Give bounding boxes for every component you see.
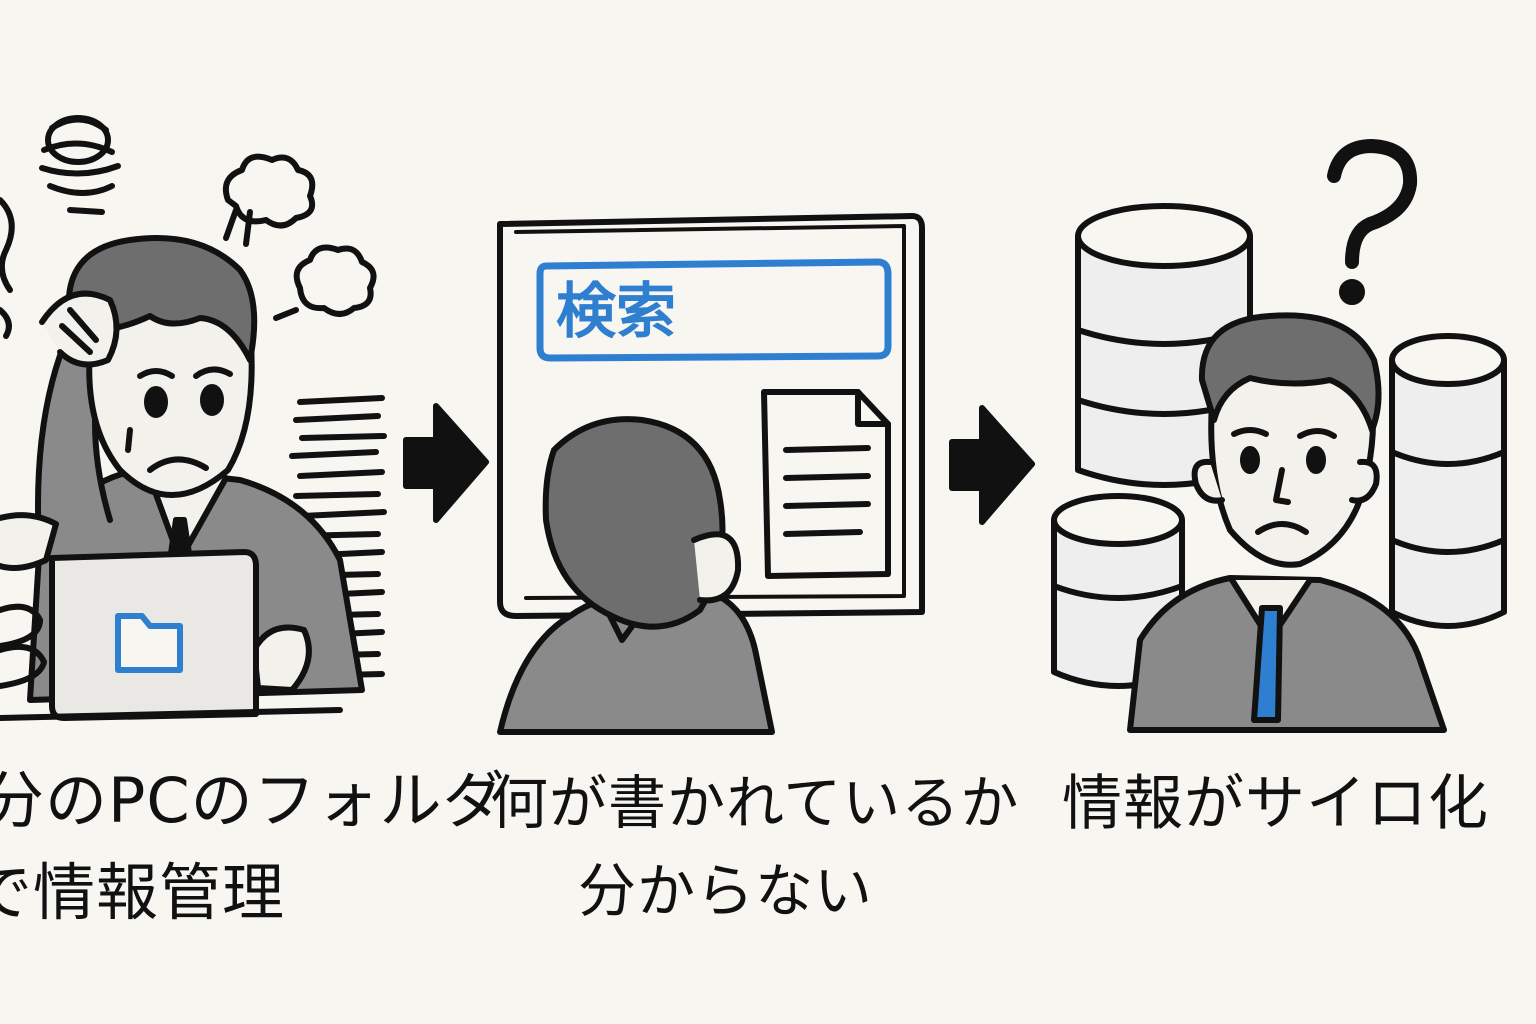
folder-icon (115, 613, 183, 673)
panel-3-illustration (1051, 139, 1507, 733)
stress-swirl-icon (39, 115, 121, 215)
search-box-label: 検索 (556, 277, 676, 347)
panel-2-illustration (497, 213, 925, 735)
panel-2-caption-line-2: 分からない (578, 857, 874, 925)
document-icon (761, 389, 891, 579)
panel-1-caption-line-1: 分のPCのフォルダ (0, 764, 506, 837)
database-cylinder-icon (1075, 203, 1253, 488)
anger-puff-icon (273, 244, 377, 321)
database-cylinder-icon (1389, 333, 1507, 629)
arrow-right-icon (949, 405, 1035, 525)
search-box (536, 258, 892, 362)
panel-3-caption: 情報がサイロ化 (1062, 769, 1489, 839)
panel-1-illustration (0, 115, 387, 721)
panel-2-caption-line-1: 何が書かれているか (490, 769, 1020, 837)
arrow-right-icon (403, 403, 489, 523)
question-mark-icon (1327, 139, 1418, 305)
panel-1-caption-line-2: で情報管理 (0, 856, 286, 929)
anger-puff-icon (222, 153, 316, 247)
